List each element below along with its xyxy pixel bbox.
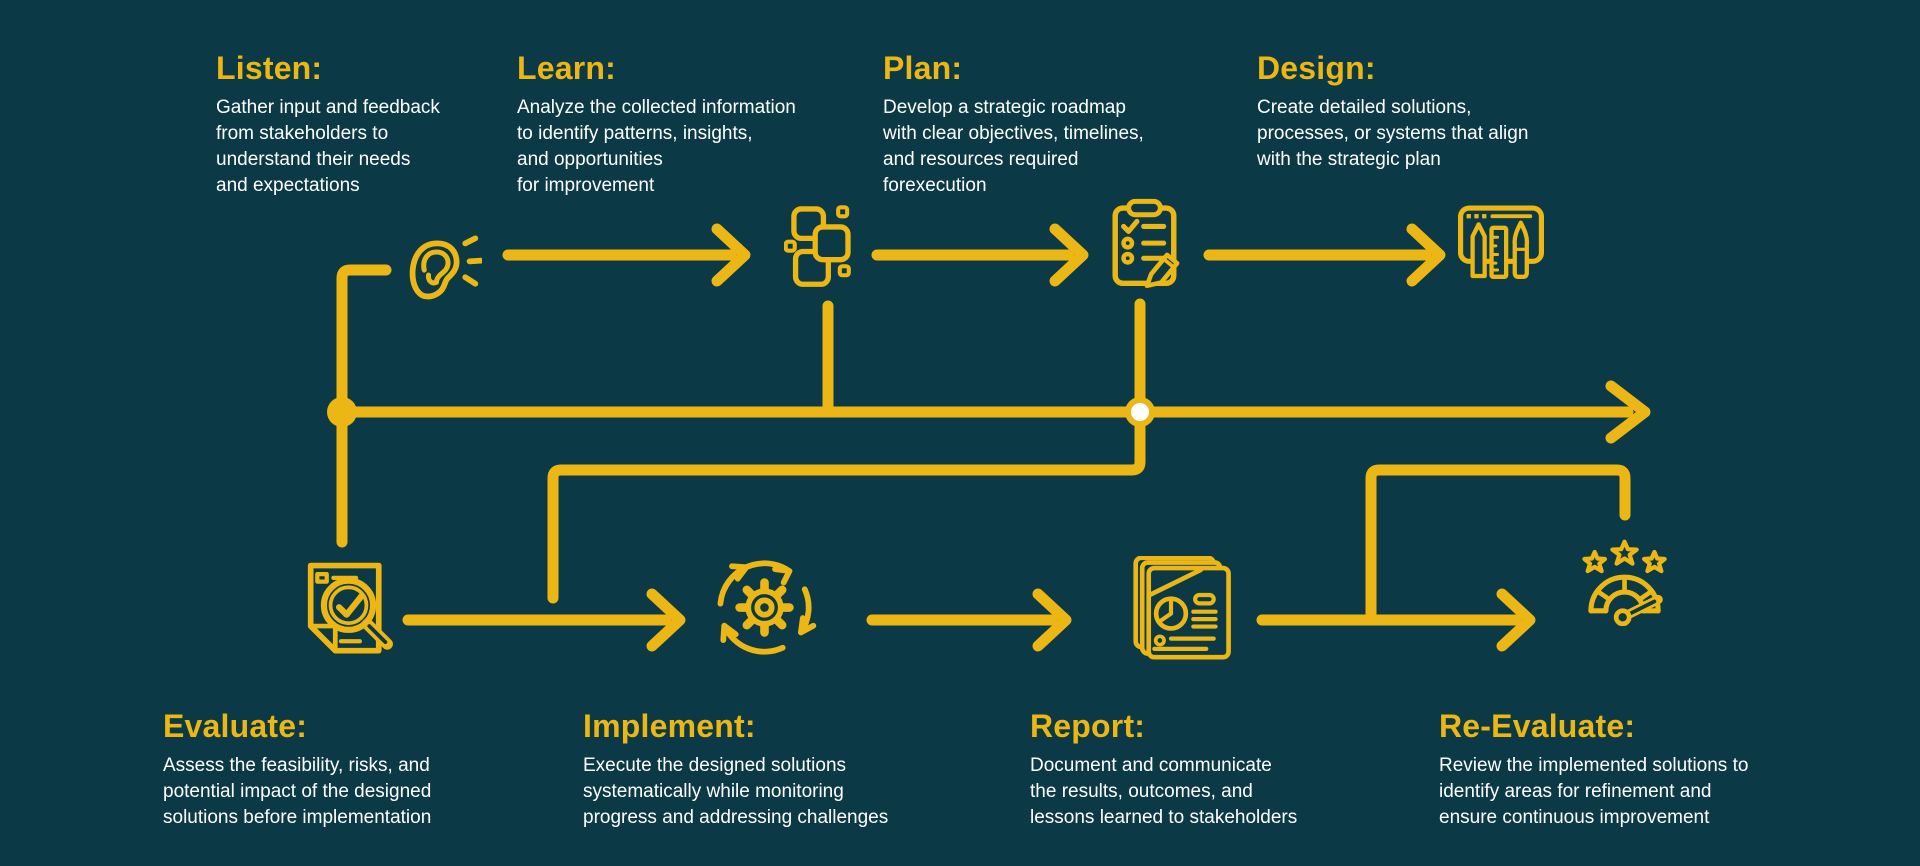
step-listen: Listen: Gather input and feedback from s…	[216, 50, 596, 199]
step-re-evaluate-description: Review the implemented solutions to iden…	[1439, 755, 1749, 828]
timeline-start-node	[327, 397, 357, 427]
arrow-implement-to-report	[866, 588, 1072, 652]
step-design-description: Create detailed solutions, processes, or…	[1257, 97, 1529, 170]
design-tools-icon	[1458, 200, 1544, 284]
arrow-plan-to-design	[1203, 223, 1446, 287]
document-magnifier-icon	[301, 558, 396, 662]
main-timeline-arrow	[336, 380, 1651, 444]
step-implement-title: Implement:	[583, 708, 756, 744]
step-implement-description: Execute the designed solutions systemati…	[583, 755, 889, 828]
connector-listen-to-evaluate	[336, 264, 392, 548]
step-learn-title: Learn:	[517, 50, 616, 86]
step-evaluate-title: Evaluate:	[163, 708, 308, 744]
step-evaluate-description: Assess the feasibility, risks, and poten…	[163, 755, 432, 828]
report-pages-icon	[1132, 556, 1236, 660]
step-evaluate: Evaluate: Assess the feasibility, risks,…	[163, 708, 543, 831]
arrow-listen-to-learn	[502, 223, 751, 287]
arrow-learn-to-plan	[871, 223, 1089, 287]
arrow-report-to-reevaluate	[1256, 588, 1536, 652]
checklist-pencil-icon	[1110, 198, 1194, 290]
step-listen-title: Listen:	[216, 50, 323, 86]
step-learn: Learn: Analyze the collected information…	[517, 50, 897, 199]
step-plan: Plan: Develop a strategic roadmap with c…	[883, 50, 1263, 199]
network-squares-icon	[784, 204, 862, 290]
step-listen-description: Gather input and feedback from stakehold…	[216, 97, 440, 196]
step-re-evaluate-title: Re-Evaluate:	[1439, 708, 1636, 744]
ear-icon	[406, 229, 482, 301]
step-report-title: Report:	[1030, 708, 1146, 744]
step-plan-description: Develop a strategic roadmap with clear o…	[883, 97, 1144, 196]
step-report-description: Document and communicate the results, ou…	[1030, 755, 1298, 828]
gear-cycle-icon	[707, 550, 822, 665]
step-report: Report: Document and communicate the res…	[1030, 708, 1410, 831]
step-design-title: Design:	[1257, 50, 1376, 86]
step-design: Design: Create detailed solutions, proce…	[1257, 50, 1637, 173]
timeline-milestone-node	[1125, 397, 1155, 427]
step-re-evaluate: Re-Evaluate: Review the implemented solu…	[1439, 708, 1819, 831]
step-implement: Implement: Execute the designed solution…	[583, 708, 963, 831]
step-learn-description: Analyze the collected information to ide…	[517, 97, 796, 196]
step-plan-title: Plan:	[883, 50, 963, 86]
connector-plan-to-implement	[547, 298, 1146, 604]
connector-report-to-reevaluate-loop	[1365, 464, 1631, 622]
arrow-evaluate-to-implement	[402, 588, 686, 652]
gauge-stars-icon	[1576, 539, 1674, 634]
